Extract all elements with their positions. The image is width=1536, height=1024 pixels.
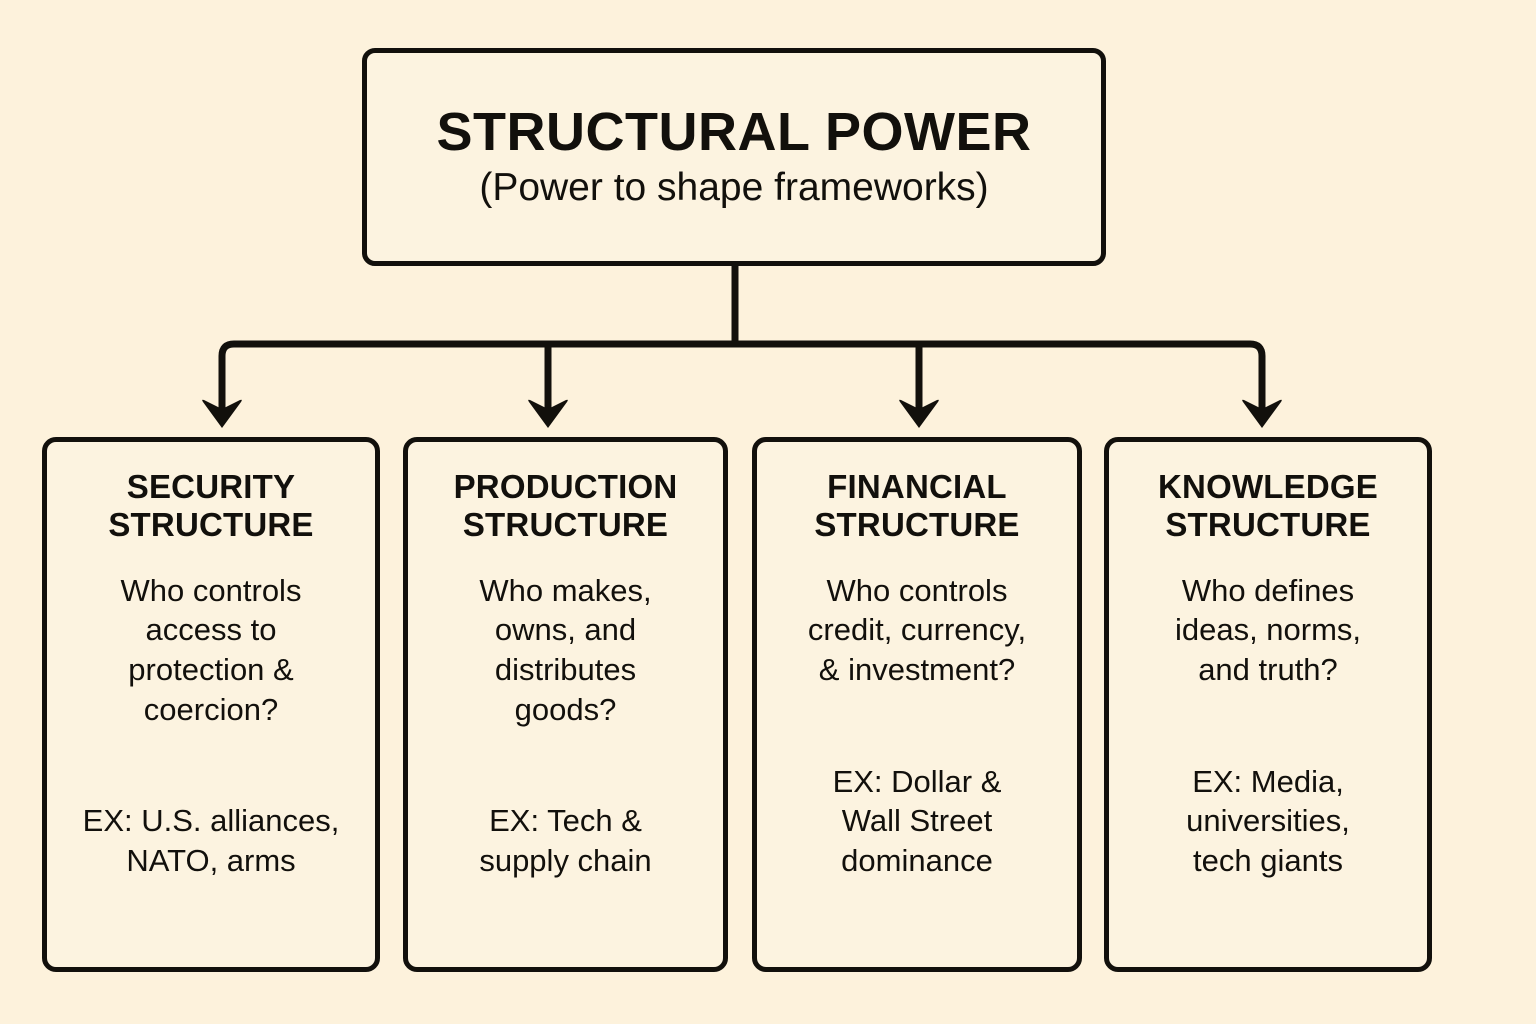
root-node-structural-power: STRUCTURAL POWER (Power to shape framewo…: [362, 48, 1106, 266]
node-security-structure: SECURITY STRUCTURE Who controls access t…: [42, 437, 380, 972]
node-title: PRODUCTION STRUCTURE: [453, 468, 678, 544]
node-question: Who controls credit, currency, & investm…: [807, 572, 1027, 687]
node-example: EX: Dollar & Wall Street dominance: [832, 763, 1002, 878]
node-question: Who defines ideas, norms, and truth?: [1174, 572, 1362, 687]
node-financial-structure: FINANCIAL STRUCTURE Who controls credit,…: [752, 437, 1082, 972]
arrowhead-down-0: [202, 399, 242, 428]
node-question: Who controls access to protection & coer…: [120, 572, 302, 727]
root-node-subtitle: (Power to shape frameworks): [479, 166, 989, 210]
node-production-structure: PRODUCTION STRUCTURE Who makes, owns, an…: [403, 437, 728, 972]
connector-bus: [218, 340, 1266, 400]
node-example: EX: U.S. alliances, NATO, arms: [82, 803, 340, 878]
node-knowledge-structure: KNOWLEDGE STRUCTURE Who defines ideas, n…: [1104, 437, 1432, 972]
arrowhead-down-2: [899, 399, 939, 428]
node-title: FINANCIAL STRUCTURE: [814, 468, 1020, 544]
root-node-title: STRUCTURAL POWER: [436, 101, 1032, 162]
node-example: EX: Media, universities, tech giants: [1186, 763, 1350, 878]
node-example: EX: Tech & supply chain: [479, 803, 652, 878]
arrowhead-down-3: [1242, 399, 1282, 428]
arrowhead-down-1: [528, 399, 568, 428]
node-title: SECURITY STRUCTURE: [108, 468, 314, 544]
node-question: Who makes, owns, and distributes goods?: [479, 572, 652, 727]
node-title: KNOWLEDGE STRUCTURE: [1158, 468, 1378, 544]
